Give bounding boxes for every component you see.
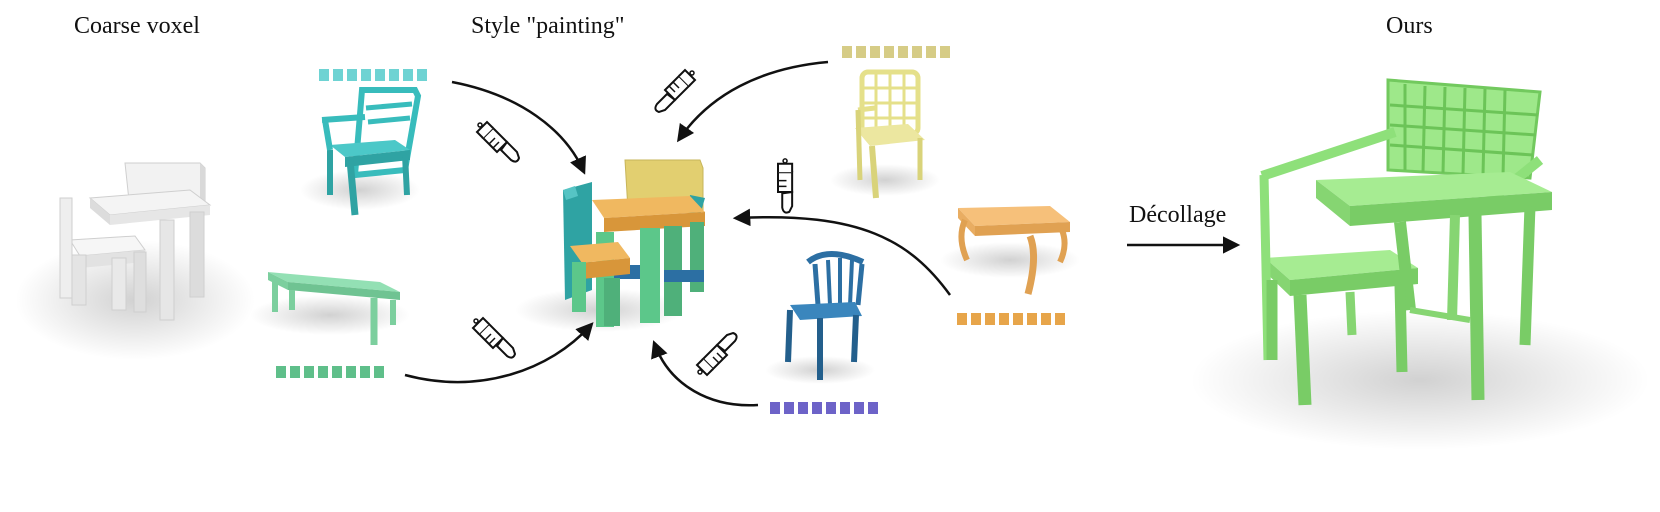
arrow-icon: [404, 322, 594, 384]
arrow-icon: [451, 80, 586, 175]
arrow-icon: [732, 208, 952, 296]
paintbrush-icon: [756, 155, 816, 216]
style-code-mint: [276, 366, 384, 378]
paintbrush-icon: [696, 332, 738, 376]
khaki-chair: [830, 69, 940, 199]
paintbrush-icon: [472, 317, 516, 359]
style-painting-label: Style "painting": [471, 13, 625, 39]
style-code-khaki: [842, 46, 950, 58]
arrow-icon: [676, 60, 829, 143]
coarse-voxel-label: Coarse voxel: [74, 13, 200, 39]
ours-label: Ours: [1386, 13, 1433, 39]
decollage-label: Décollage: [1129, 202, 1227, 228]
paintbrush-icon: [654, 69, 696, 113]
style-code-cyan: [319, 69, 427, 81]
result-model: [1190, 78, 1650, 450]
cyan-chair: [300, 87, 422, 216]
mint-bench: [250, 272, 410, 345]
orange-table: [940, 206, 1080, 295]
style-code-purple: [770, 402, 878, 414]
back-grid: [1389, 84, 1539, 177]
arrow-icon: [651, 340, 759, 407]
style-painted-model: [515, 159, 705, 332]
blue-chair: [765, 251, 875, 384]
style-code-orange: [957, 313, 1065, 325]
paintbrush-icon: [476, 121, 520, 163]
coarse-voxel-model: [15, 162, 255, 360]
